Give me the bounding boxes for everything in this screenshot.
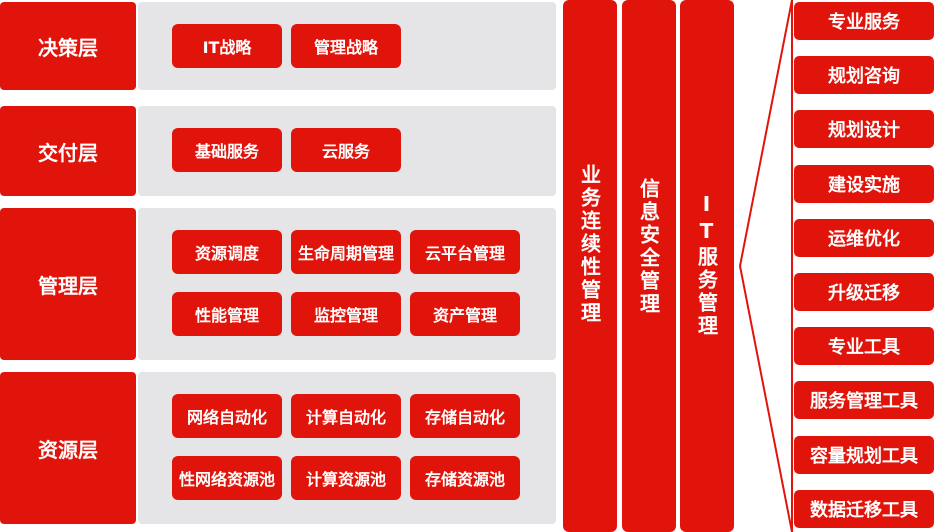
pillar-it-service-management: IT服务管理 bbox=[680, 0, 734, 532]
item-storage-resource-pool[interactable]: 存储资源池 bbox=[410, 456, 520, 500]
service-upgrade-migration[interactable]: 升级迁移 bbox=[794, 273, 934, 311]
layer-panel-resource: 网络自动化 计算自动化 存储自动化 性网络资源池 计算资源池 存储资源池 bbox=[138, 372, 556, 524]
layer-label-delivery: 交付层 bbox=[0, 106, 136, 196]
layer-label-resource: 资源层 bbox=[0, 372, 136, 524]
service-professional-tools[interactable]: 专业工具 bbox=[794, 327, 934, 365]
item-management-strategy[interactable]: 管理战略 bbox=[291, 24, 401, 68]
item-network-automation[interactable]: 网络自动化 bbox=[172, 394, 282, 438]
item-network-resource-pool[interactable]: 性网络资源池 bbox=[172, 456, 282, 500]
item-storage-automation[interactable]: 存储自动化 bbox=[410, 394, 520, 438]
service-planning-design[interactable]: 规划设计 bbox=[794, 110, 934, 148]
layer-label-decision: 决策层 bbox=[0, 2, 136, 90]
layer-panel-decision: IT战略 管理战略 bbox=[138, 2, 556, 90]
service-data-migration-tools[interactable]: 数据迁移工具 bbox=[794, 490, 934, 528]
service-service-management-tools[interactable]: 服务管理工具 bbox=[794, 381, 934, 419]
item-cloud-service[interactable]: 云服务 bbox=[291, 128, 401, 172]
pillar-business-continuity: 业务连续性管理 bbox=[563, 0, 617, 532]
pillar-business-continuity-label: 业务连续性管理 bbox=[577, 164, 602, 325]
item-compute-automation[interactable]: 计算自动化 bbox=[291, 394, 401, 438]
layer-panel-management: 资源调度 生命周期管理 云平台管理 性能管理 监控管理 资产管理 bbox=[138, 208, 556, 360]
layer-panel-delivery: 基础服务 云服务 bbox=[138, 106, 556, 196]
service-professional-service[interactable]: 专业服务 bbox=[794, 2, 934, 40]
pillar-information-security: 信息安全管理 bbox=[622, 0, 676, 532]
pillar-information-security-label: 信息安全管理 bbox=[636, 178, 661, 316]
service-capacity-planning-tools[interactable]: 容量规划工具 bbox=[794, 436, 934, 474]
item-resource-scheduling[interactable]: 资源调度 bbox=[172, 230, 282, 274]
item-monitoring-management[interactable]: 监控管理 bbox=[291, 292, 401, 336]
service-operation-optimization[interactable]: 运维优化 bbox=[794, 219, 934, 257]
left-arrow-icon bbox=[738, 0, 793, 532]
item-it-strategy[interactable]: IT战略 bbox=[172, 24, 282, 68]
item-basic-service[interactable]: 基础服务 bbox=[172, 128, 282, 172]
layer-label-management: 管理层 bbox=[0, 208, 136, 360]
item-performance-management[interactable]: 性能管理 bbox=[172, 292, 282, 336]
service-construction-implementation[interactable]: 建设实施 bbox=[794, 165, 934, 203]
service-planning-consulting[interactable]: 规划咨询 bbox=[794, 56, 934, 94]
item-compute-resource-pool[interactable]: 计算资源池 bbox=[291, 456, 401, 500]
item-lifecycle-management[interactable]: 生命周期管理 bbox=[291, 230, 401, 274]
item-cloud-platform-management[interactable]: 云平台管理 bbox=[410, 230, 520, 274]
item-asset-management[interactable]: 资产管理 bbox=[410, 292, 520, 336]
pillar-it-service-management-label: IT服务管理 bbox=[694, 192, 719, 338]
